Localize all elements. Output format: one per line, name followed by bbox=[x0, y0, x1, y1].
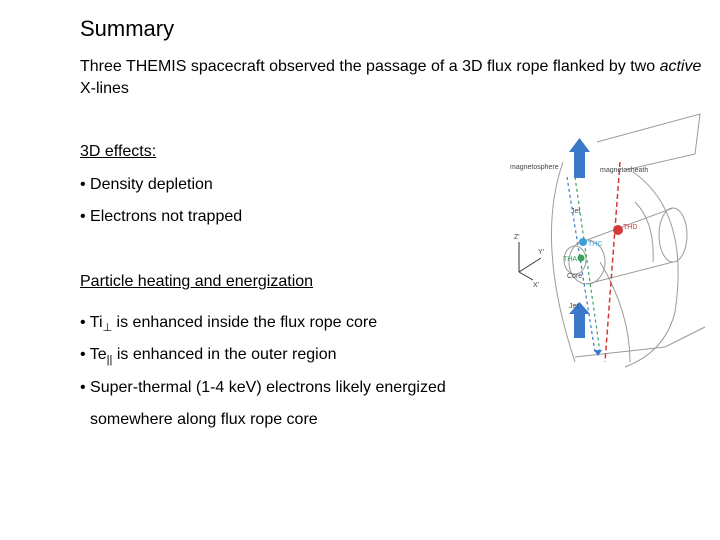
label-axis-z: Z' bbox=[514, 234, 520, 241]
intro-text: Three THEMIS spacecraft observed the pas… bbox=[80, 56, 705, 100]
intro-italic: active bbox=[659, 58, 702, 75]
thc-marker bbox=[579, 238, 587, 246]
intro-part1: Three THEMIS spacecraft observed the pas… bbox=[80, 58, 660, 75]
label-jet-bottom: Jet bbox=[569, 303, 578, 310]
bullet-te-parallel: • Te|| is enhanced in the outer region bbox=[80, 346, 337, 366]
flux-rope-cylinder bbox=[563, 207, 688, 285]
label-axis-y: Y' bbox=[538, 249, 544, 256]
label-axis-x: X' bbox=[533, 282, 539, 289]
label-thc: THC bbox=[588, 241, 602, 248]
bullet-te-sub: || bbox=[106, 354, 113, 366]
bullet-te-pre: • Te bbox=[80, 346, 107, 363]
bullet-density-depletion: • Density depletion bbox=[80, 176, 213, 193]
label-thd: THD bbox=[623, 224, 637, 231]
bullet-super-thermal: • Super-thermal (1-4 keV) electrons like… bbox=[80, 379, 446, 396]
coordinate-axes bbox=[518, 242, 542, 281]
label-magnetosphere: magnetosphere bbox=[510, 164, 559, 171]
label-tha: THA bbox=[563, 256, 577, 263]
bullet-ti-post: is enhanced inside the flux rope core bbox=[112, 314, 378, 331]
flux-rope-figure: magnetosphere magnetosheath Jet Jet THD … bbox=[510, 113, 706, 368]
label-jet-top: Jet bbox=[571, 208, 580, 215]
marker-triangle-icon bbox=[594, 350, 602, 356]
bullet-ti-sub: ⊥ bbox=[102, 322, 113, 334]
bullet-ti-pre: • Ti bbox=[80, 314, 103, 331]
tha-marker bbox=[577, 254, 585, 262]
bullet-electrons-not-trapped: • Electrons not trapped bbox=[80, 208, 243, 225]
label-magnetosheath: magnetosheath bbox=[600, 167, 648, 174]
bullet-te-post: is enhanced in the outer region bbox=[112, 346, 337, 363]
jet-arrow-up-icon bbox=[569, 138, 590, 178]
slide-title: Summary bbox=[80, 16, 175, 41]
section-particle-heating-heading: Particle heating and energization bbox=[80, 273, 314, 290]
bullet-super-thermal-continued: somewhere along flux rope core bbox=[90, 411, 318, 428]
thd-marker bbox=[613, 225, 623, 235]
intro-part2: X-lines bbox=[80, 80, 129, 97]
boundary-planes bbox=[550, 113, 706, 368]
jet-arrow-down-icon bbox=[569, 302, 590, 338]
thd-trajectory bbox=[604, 161, 621, 363]
label-core: Core bbox=[567, 273, 582, 280]
bullet-ti-perp: • Ti⊥ is enhanced inside the flux rope c… bbox=[80, 314, 377, 334]
section-3d-effects-heading: 3D effects: bbox=[80, 143, 157, 160]
